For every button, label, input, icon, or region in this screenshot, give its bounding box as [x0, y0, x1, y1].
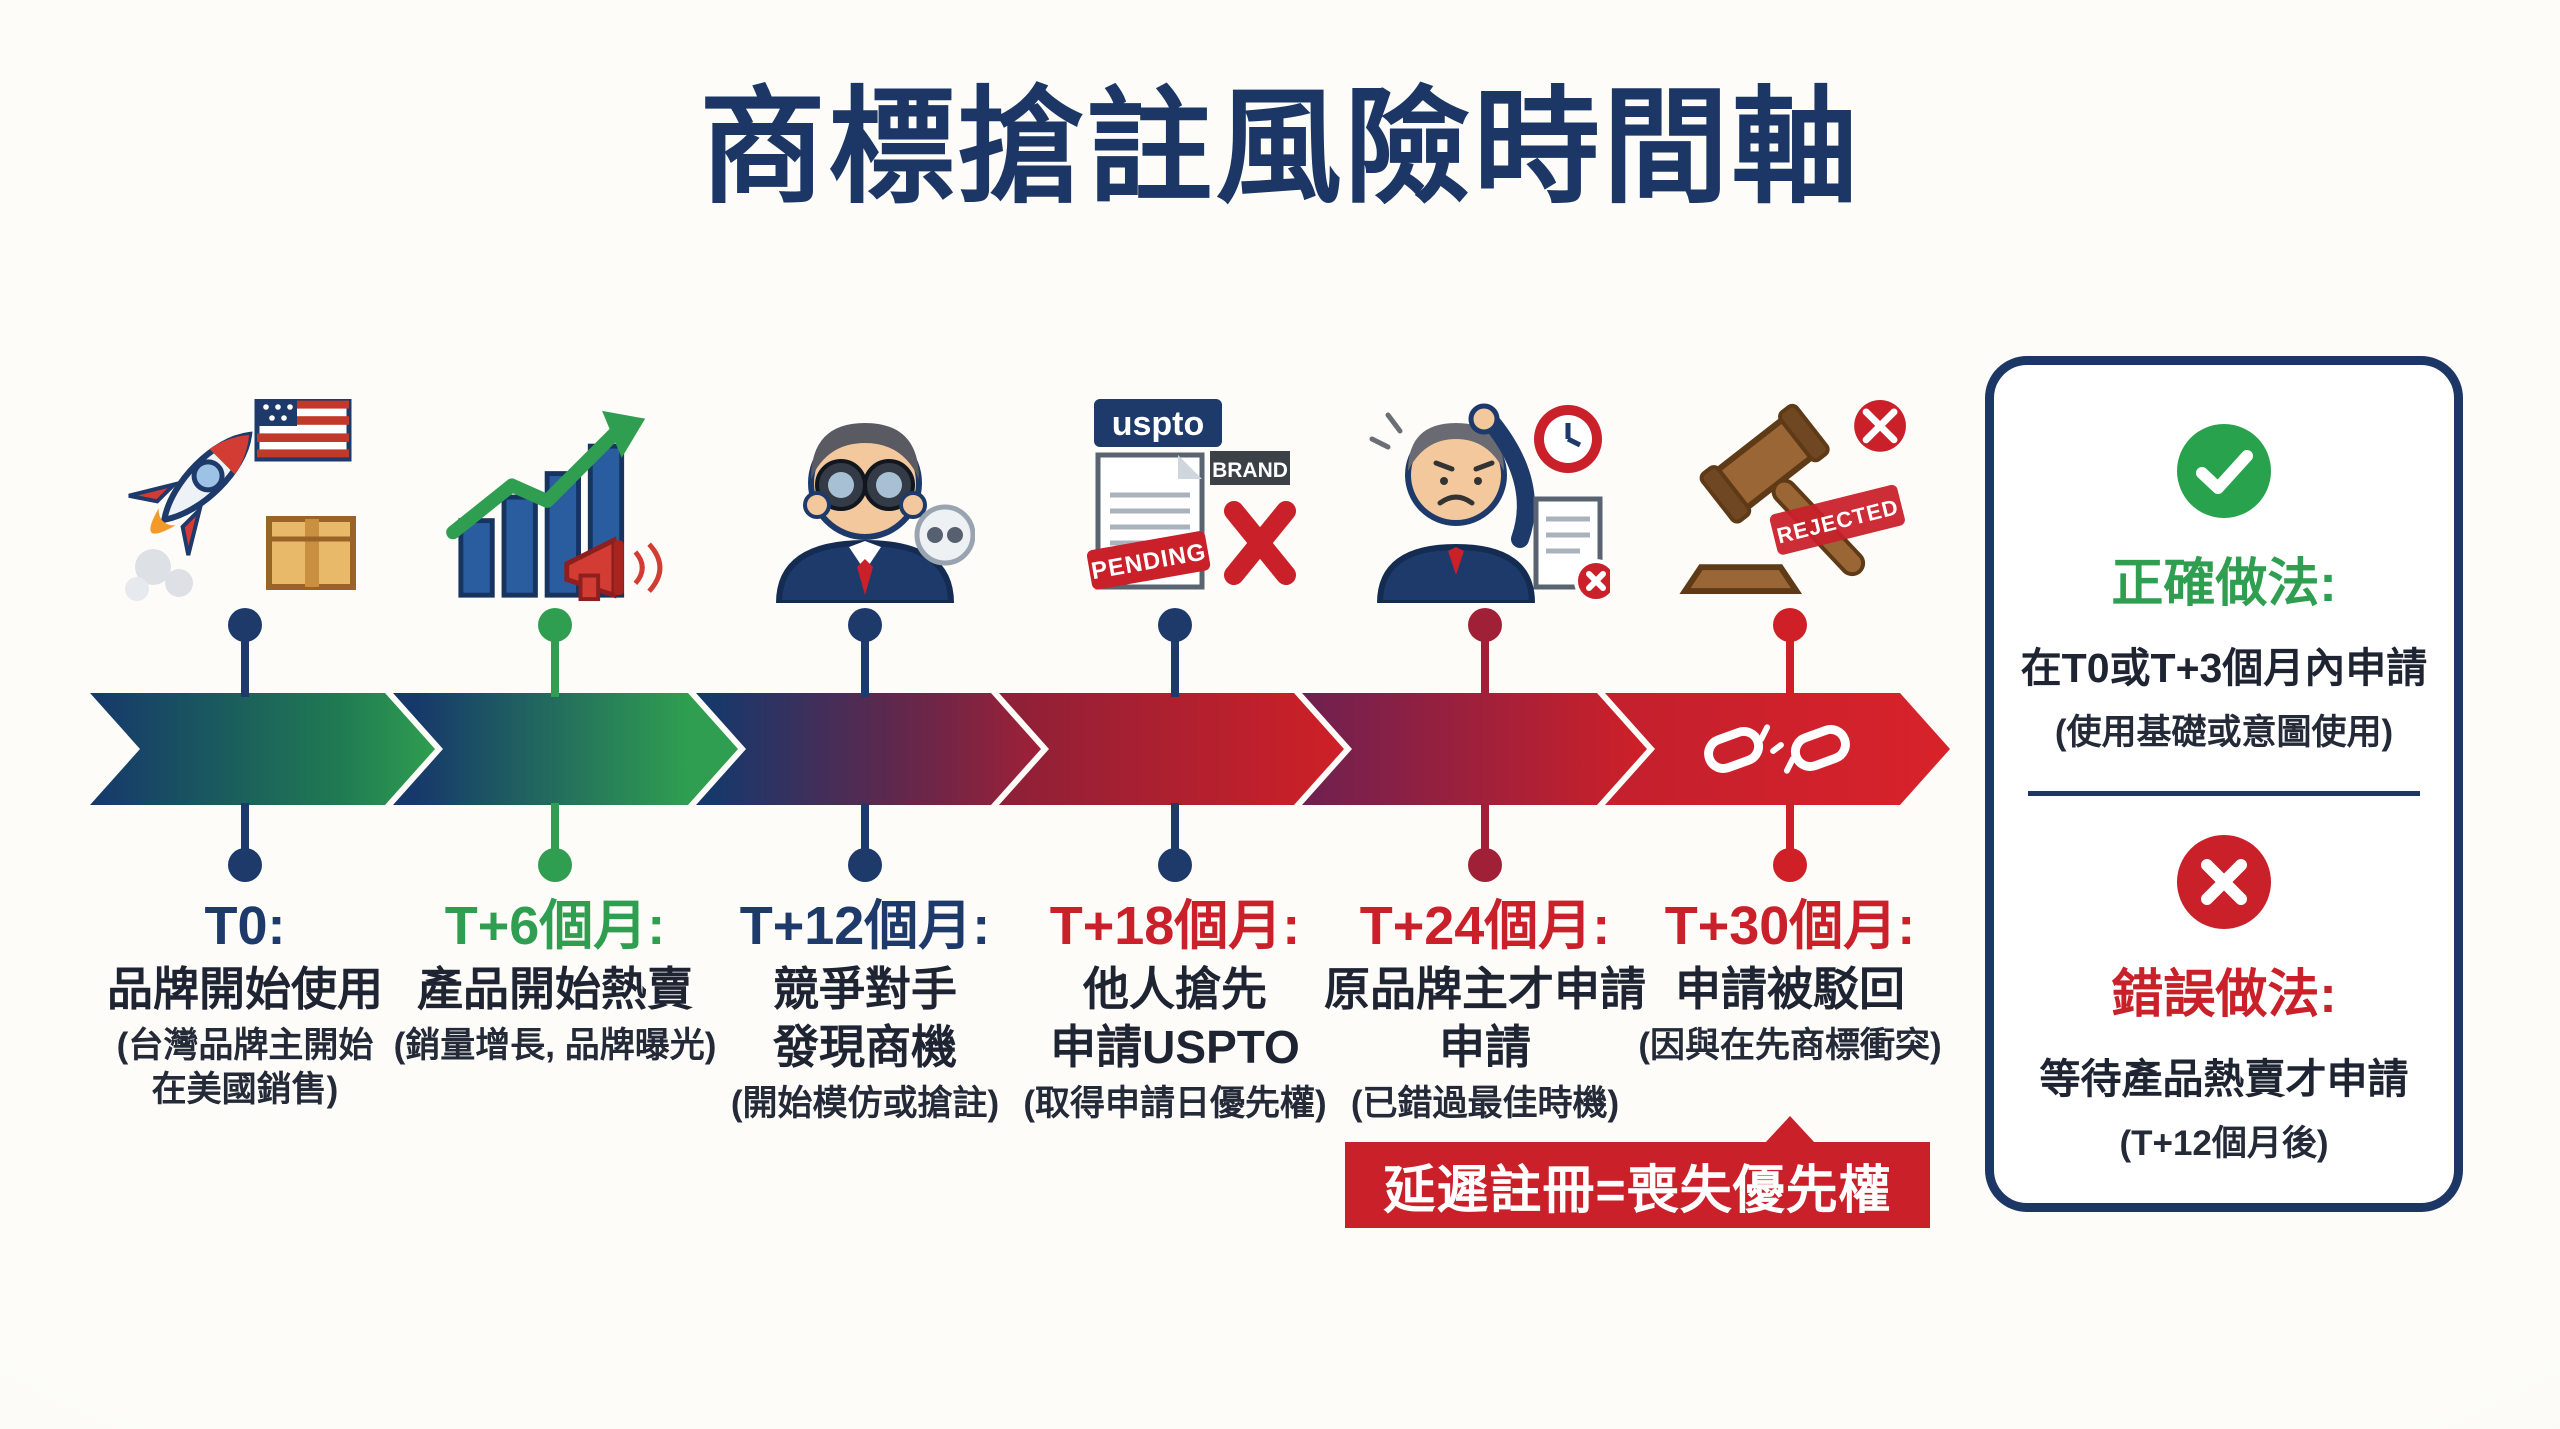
timeline-stage-5: T+24個月: 原品牌主才申請 申請 (已錯過最佳時機): [1250, 385, 1720, 1145]
stage-5-labels: T+24個月: 原品牌主才申請 申請 (已錯過最佳時機): [1225, 895, 1745, 1126]
red-x-icon: [1224, 501, 1296, 585]
stage-6-main: 申請被駁回: [1675, 962, 1905, 1015]
stage-1-icon-box: [10, 385, 480, 603]
sales-growth-icon: [446, 410, 663, 602]
stage-2-labels: T+6個月: 產品開始熱賣 (銷量增長, 品牌曝光): [295, 895, 815, 1068]
page-title: 商標搶註風險時間軸: [699, 77, 1861, 218]
timeline-segment-1: [90, 693, 435, 805]
delay-warning-banner: 延遲註冊=喪失優先權: [1345, 1116, 1930, 1228]
timeline-stage-3: T+12個月: 競爭對手 發現商機 (開始模仿或搶註): [630, 385, 1100, 1145]
wrong-line1: 等待產品熱賣才申請: [2039, 1056, 2409, 1102]
correct-heading: 正確做法:: [2111, 555, 2337, 613]
megaphone-icon: [564, 536, 663, 602]
broken-chain-icon: [1704, 724, 1850, 774]
stage-5-dot-bottom: [1468, 848, 1502, 882]
timeline-segment-4: [999, 693, 1344, 805]
collision-badge-icon: [1853, 400, 1906, 452]
stage-5-icon-box: [1250, 385, 1720, 603]
stage-2-stem-top: [551, 627, 559, 697]
stage-1-main: 品牌開始使用: [107, 962, 383, 1015]
stage-2-stem-bottom: [551, 803, 559, 867]
clock-icon: [1534, 405, 1602, 473]
stage-5-main: 原品牌主才申請 申請: [1324, 962, 1646, 1073]
stage-1-time: T0:: [204, 896, 286, 956]
stage-2-dot-bottom: [538, 848, 572, 882]
advice-panel: 正確做法: 在T0或T+3個月內申請 (使用基礎或意圖使用) 錯誤做法: 等待產…: [1985, 356, 2463, 1212]
rocket-launch-icon: [125, 399, 356, 601]
pending-stamp-icon: PENDING: [1086, 531, 1211, 590]
stage-6-stem-top: [1786, 627, 1794, 697]
timeline-stage-2: T+6個月: 產品開始熱賣 (銷量增長, 品牌曝光): [320, 385, 790, 1145]
correct-line1: 在T0或T+3個月內申請: [2020, 645, 2428, 691]
stage-1-labels: T0: 品牌開始使用 (台灣品牌主開始 在美國銷售): [0, 895, 505, 1113]
competitor-binoculars-icon: [775, 423, 975, 603]
panel-divider: [2028, 791, 2420, 796]
stage-1-dot-bottom: [228, 848, 262, 882]
x-circle-icon: [2177, 835, 2271, 929]
uspto-label: uspto: [1112, 405, 1205, 443]
timeline-stage-6: REJECTED T+30個月: 申請被駁回 (因與在先商標衝突): [1555, 385, 2025, 1145]
uspto-filing-icon: uspto BRAND PENDING: [1086, 399, 1296, 590]
us-flag-icon: [254, 399, 352, 462]
spy-badge-icon: [914, 504, 975, 566]
stage-6-stem-bottom: [1786, 803, 1794, 867]
stage-2-main: 產品開始熱賣: [417, 962, 693, 1015]
stage-5-time: T+24個月:: [1359, 896, 1611, 956]
stage-4-stem-top: [1171, 627, 1179, 697]
stage-4-icon-box: uspto BRAND PENDING: [940, 385, 1410, 603]
delay-warning-text: 延遲註冊=喪失優先權: [1383, 1161, 1892, 1220]
stage-4-stem-bottom: [1171, 803, 1179, 867]
stage-3-stem-bottom: [861, 803, 869, 867]
stage-3-icon-box: [630, 385, 1100, 603]
gavel-rejected-icon: REJECTED: [1678, 400, 1906, 595]
check-circle-icon: [2177, 424, 2271, 518]
stage-2-icon-box: [320, 385, 790, 603]
stage-3-time: T+12個月:: [739, 896, 991, 956]
stage-4-sub: (取得申請日優先權): [1023, 1083, 1327, 1123]
stage-5-stem-top: [1481, 627, 1489, 697]
timeline-stage-1: T0: 品牌開始使用 (台灣品牌主開始 在美國銷售): [10, 385, 480, 1145]
stage-4-dot-bottom: [1158, 848, 1192, 882]
stage-2-time: T+6個月:: [444, 896, 666, 956]
stage-4-labels: T+18個月: 他人搶先 申請USPTO (取得申請日優先權): [915, 895, 1435, 1126]
stage-2-sub: (銷量增長, 品牌曝光): [393, 1025, 717, 1065]
stage-6-labels: T+30個月: 申請被駁回 (因與在先商標衝突): [1530, 895, 2050, 1068]
stage-5-stem-bottom: [1481, 803, 1489, 867]
stage-3-stem-top: [861, 627, 869, 697]
package-box-icon: [266, 516, 356, 590]
stage-6-icon-box: REJECTED: [1555, 385, 2025, 603]
stage-1-sub: (台灣品牌主開始 在美國銷售): [116, 1025, 374, 1110]
stage-1-stem-top: [241, 627, 249, 697]
callout-pointer: [1765, 1116, 1815, 1143]
correct-line2: (使用基礎或意圖使用): [2054, 713, 2394, 752]
stage-4-main: 他人搶先 申請USPTO: [1050, 962, 1300, 1073]
stage-3-main: 競爭對手 發現商機: [773, 962, 957, 1073]
stage-6-time: T+30個月:: [1664, 896, 1916, 956]
late-applicant-icon: [1369, 403, 1610, 603]
wrong-line2: (T+12個月後): [2119, 1124, 2329, 1163]
stage-3-sub: (開始模仿或搶註): [730, 1083, 1000, 1123]
rejected-doc-icon: [1533, 496, 1610, 603]
stage-1-stem-bottom: [241, 803, 249, 867]
stage-3-dot-bottom: [848, 848, 882, 882]
brand-label: BRAND: [1212, 459, 1288, 482]
stage-6-dot-bottom: [1773, 848, 1807, 882]
stage-3-labels: T+12個月: 競爭對手 發現商機 (開始模仿或搶註): [605, 895, 1125, 1126]
timeline-stage-4: uspto BRAND PENDING: [940, 385, 1410, 1145]
timeline-segment-2: [393, 693, 738, 805]
stage-4-time: T+18個月:: [1049, 896, 1301, 956]
wrong-heading: 錯誤做法:: [2111, 966, 2337, 1024]
timeline-arrow-band: [0, 693, 2560, 805]
stage-5-sub: (已錯過最佳時機): [1350, 1083, 1620, 1123]
stage-6-sub: (因與在先商標衝突): [1638, 1025, 1942, 1065]
timeline-segment-5: [1302, 693, 1647, 805]
timeline-segment-3: [696, 693, 1041, 805]
